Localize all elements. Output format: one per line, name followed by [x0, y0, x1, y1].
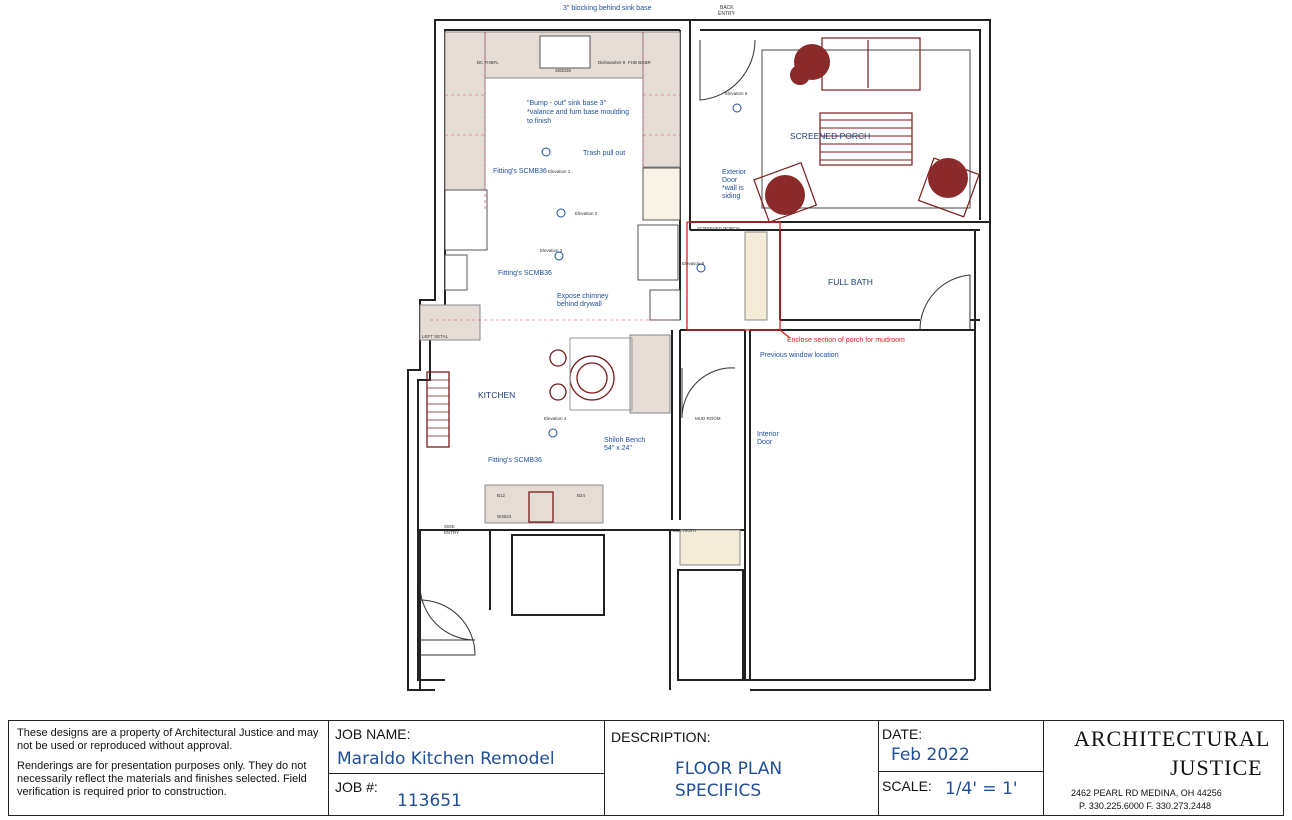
note-exterior: Exterior — [722, 169, 747, 176]
firm-cell: ARCHITECTURAL JUSTICE 2462 PEARL RD MEDI… — [1044, 721, 1285, 815]
scale-value: 1/4' = 1' — [945, 779, 1018, 799]
scale-label: SCALE: — [882, 778, 932, 794]
label-elevation-1: Elevation 1 — [548, 169, 571, 174]
note-shiloh-2: 54" x 24" — [604, 445, 632, 452]
room-kitchen: KITCHEN — [478, 390, 515, 400]
note-side-entry-2: ENTRY — [444, 530, 459, 535]
date-cell: DATE: Feb 2022 SCALE: 1/4' = 1' — [879, 721, 1044, 815]
note-back-entry: BACK — [720, 5, 734, 11]
label-elevation-5: Elevation 5 — [682, 261, 705, 266]
note-trash: Trash pull out — [583, 150, 625, 157]
label-sink-base: SB3036 — [555, 68, 572, 73]
title-block: These designs are a property of Architec… — [8, 720, 1284, 816]
label-fhb-bcbr: FHB BCBR — [628, 60, 652, 65]
note-exterior-2: Door — [722, 177, 738, 184]
date-value: Feb 2022 — [891, 745, 970, 765]
job-name-label: JOB NAME: — [335, 726, 411, 742]
note-bumpout-2: *valance and furn base moulding — [527, 109, 629, 116]
note-fitting-2: Fitting's SCMB36 — [498, 270, 552, 277]
label-elevation-4: Elevation 4 — [544, 416, 567, 421]
label-w3024: W3024 — [497, 514, 512, 519]
label-dishwasher: Dishwasher 8 — [598, 60, 626, 65]
note-bumpout-3: to finish — [527, 118, 551, 125]
note-mud-room: MUD ROOM — [695, 416, 721, 421]
description-line-2: SPECIFICS — [675, 781, 762, 801]
notice-property: These designs are a property of Architec… — [17, 727, 319, 752]
notice-renderings: Renderings are for presentation purposes… — [17, 760, 307, 798]
note-chimney: Expose chimney — [557, 293, 609, 300]
note-exterior-4: siding — [722, 193, 740, 200]
description-label: DESCRIPTION: — [611, 729, 711, 745]
label-elevation-2: Elevation 2 — [575, 211, 598, 216]
job-name-value: Maraldo Kitchen Remodel — [337, 749, 555, 769]
room-screened-porch: SCREENED PORCH — [790, 131, 870, 141]
job-number-label: JOB #: — [335, 779, 378, 795]
label-b24: B24 — [577, 493, 586, 498]
note-blocking: 3" blocking behind sink base — [563, 5, 652, 12]
floor-plan: 3" blocking behind sink base BACK ENTRY … — [407, 5, 991, 691]
note-interior-2: Door — [757, 439, 773, 446]
note-bumpout: "Bump - out" sink base 3" — [527, 100, 607, 107]
firm-name-2: JUSTICE — [1170, 755, 1263, 780]
label-dbl-right: DBL RIGHT — [673, 528, 697, 533]
description-line-1: FLOOR PLAN — [675, 759, 783, 779]
label-elevation-6: Elevation 6 — [725, 91, 748, 96]
firm-phone: P. 330.225.6000 F. 330.273.2448 — [1079, 801, 1211, 811]
note-fitting-1: Fitting's SCMB36 — [493, 168, 547, 175]
note-enclose: Enclose section of porch for mudroom — [787, 337, 905, 344]
note-back-entry-2: ENTRY — [718, 11, 736, 17]
label-elevation-3: Elevation 3 — [540, 248, 563, 253]
note-side-entry: SIDE — [444, 524, 455, 529]
room-full-bath: FULL BATH — [828, 277, 873, 287]
notice-cell: These designs are a property of Architec… — [9, 721, 329, 815]
note-chimney-2: behind drywall — [557, 301, 602, 308]
note-screened-porch-small: SCREENED PORCH — [697, 226, 740, 231]
note-interior: Interior — [757, 431, 779, 438]
label-b12: B12 — [497, 493, 506, 498]
note-exterior-3: *wall is — [722, 185, 744, 192]
note-shiloh: Shiloh Bench — [604, 437, 645, 444]
label-bc-fhbfl: BC FHBFL — [477, 60, 499, 65]
date-label: DATE: — [882, 726, 923, 742]
firm-name-1: ARCHITECTURAL — [1074, 726, 1271, 751]
description-cell: DESCRIPTION: FLOOR PLAN SPECIFICS — [605, 721, 879, 815]
job-cell: JOB NAME: Maraldo Kitchen Remodel JOB #:… — [329, 721, 605, 815]
label-left-setal: LEFT SETAL — [422, 334, 449, 339]
note-prev-window: Previous window location — [760, 352, 839, 359]
firm-address: 2462 PEARL RD MEDINA, OH 44256 — [1071, 788, 1222, 798]
job-number-value: 113651 — [397, 791, 462, 811]
note-fitting-3: Fitting's SCMB36 — [488, 457, 542, 464]
